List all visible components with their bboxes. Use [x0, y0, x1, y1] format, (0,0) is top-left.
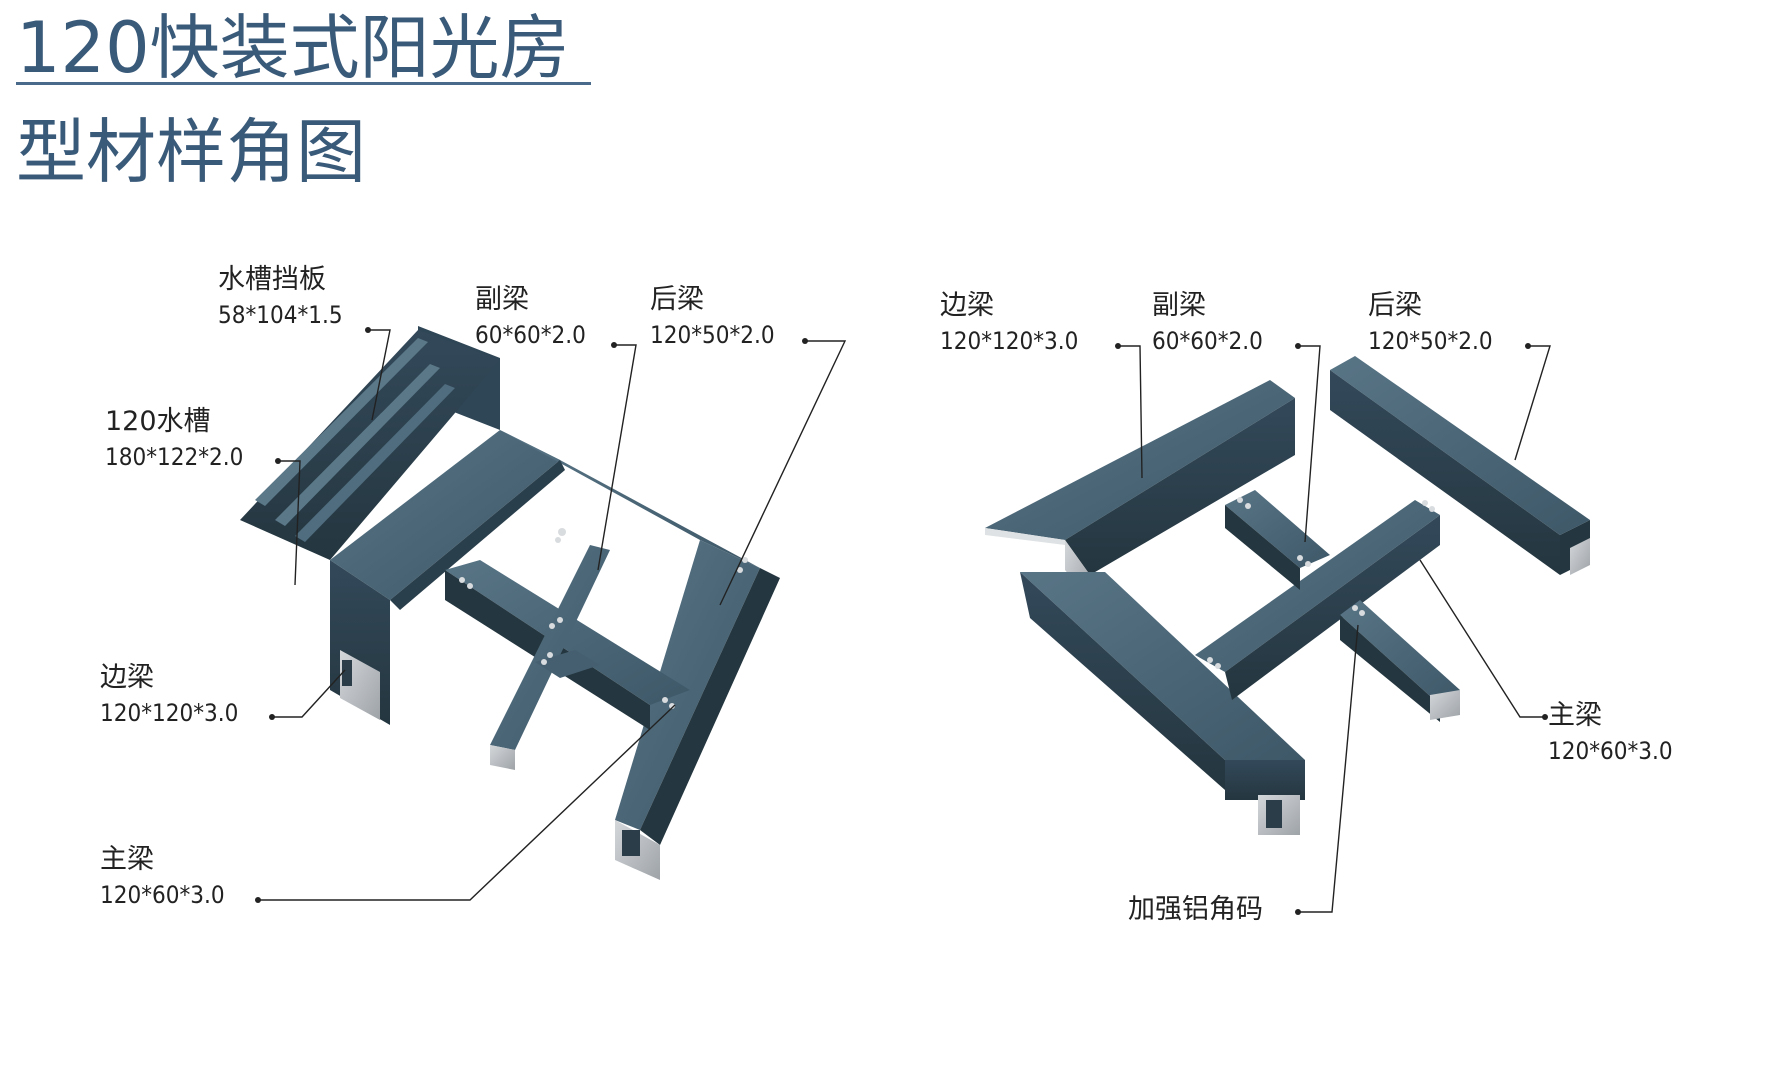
leader-secondary-beam-left — [597, 344, 637, 571]
secondary-beam-right-name: 副梁 — [1152, 290, 1206, 321]
title-underline — [16, 82, 591, 85]
left-rear-beam-shape — [500, 430, 760, 568]
right-secondary-beam-shape — [1225, 490, 1330, 568]
rear-beam-left-name: 后梁 — [650, 284, 704, 315]
gutter-120-name: 120水槽 — [105, 406, 211, 437]
label-secondary-beam-right: 副梁 60*60*2.0 — [1152, 288, 1263, 358]
leader-edge-beam-right — [1118, 345, 1143, 479]
label-rear-beam-right: 后梁 120*50*2.0 — [1368, 288, 1493, 358]
secondary-beam-left-name: 副梁 — [475, 284, 529, 315]
right-main-beam-shape — [1195, 500, 1440, 672]
leader-rear-beam-right — [1514, 345, 1551, 461]
page-title: 120快装式阳光房 — [16, 7, 570, 89]
label-rear-beam-left: 后梁 120*50*2.0 — [650, 282, 775, 352]
left-edge-beam-shape — [330, 430, 560, 600]
leader-lines — [258, 329, 1551, 913]
gutter-baffle-spec: 58*104*1.5 — [218, 301, 343, 329]
label-corner-bracket: 加强铝角码 — [1128, 892, 1263, 928]
label-gutter-120: 120水槽 180*122*2.0 — [105, 404, 243, 474]
label-edge-beam-right: 边梁 120*120*3.0 — [940, 288, 1078, 358]
leader-corner-bracket — [1298, 624, 1359, 913]
main-beam-left-spec: 120*60*3.0 — [100, 881, 225, 909]
leader-edge-beam-left — [272, 669, 346, 718]
leader-gutter-120 — [278, 460, 301, 586]
rear-beam-left-spec: 120*50*2.0 — [650, 321, 775, 349]
edge-beam-left-spec: 120*120*3.0 — [100, 699, 239, 727]
edge-beam-left-name: 边梁 — [100, 662, 154, 693]
right-edge-beam-shape — [985, 380, 1295, 540]
left-assembly — [240, 326, 780, 880]
edge-beam-right-name: 边梁 — [940, 290, 994, 321]
main-beam-left-name: 主梁 — [100, 844, 154, 875]
gutter-120-spec: 180*122*2.0 — [105, 443, 244, 471]
edge-beam-right-spec: 120*120*3.0 — [940, 327, 1079, 355]
left-right-beam-shape — [615, 540, 760, 830]
page-subtitle: 型材样角图 — [16, 111, 366, 193]
left-secondary-beam-shape — [490, 545, 610, 750]
rear-beam-right-spec: 120*50*2.0 — [1368, 327, 1493, 355]
label-secondary-beam-left: 副梁 60*60*2.0 — [475, 282, 586, 352]
rear-beam-right-name: 后梁 — [1368, 290, 1422, 321]
leader-main-beam-right — [1419, 559, 1545, 718]
leader-main-beam-left — [258, 704, 676, 901]
right-assembly — [985, 356, 1590, 835]
secondary-beam-right-spec: 60*60*2.0 — [1152, 327, 1263, 355]
gutter-baffle-name: 水槽挡板 — [218, 264, 326, 295]
label-main-beam-left: 主梁 120*60*3.0 — [100, 842, 225, 912]
leader-rear-beam-left — [719, 340, 847, 606]
right-rear-beam-shape — [1330, 356, 1590, 535]
label-edge-beam-left: 边梁 120*120*3.0 — [100, 660, 238, 730]
right-corner-bracket-shape — [1340, 600, 1460, 705]
main-beam-right-spec: 120*60*3.0 — [1548, 737, 1673, 765]
secondary-beam-left-spec: 60*60*2.0 — [475, 321, 586, 349]
leader-dots — [255, 327, 1548, 915]
label-main-beam-right: 主梁 120*60*3.0 — [1548, 698, 1673, 768]
leader-secondary-beam-right — [1298, 345, 1321, 543]
leader-gutter-baffle — [368, 329, 391, 421]
main-beam-right-name: 主梁 — [1548, 700, 1602, 731]
label-gutter-baffle: 水槽挡板 58*104*1.5 — [218, 262, 343, 332]
corner-bracket-name: 加强铝角码 — [1128, 894, 1263, 925]
right-lower-edge-beam-shape — [1020, 572, 1305, 760]
